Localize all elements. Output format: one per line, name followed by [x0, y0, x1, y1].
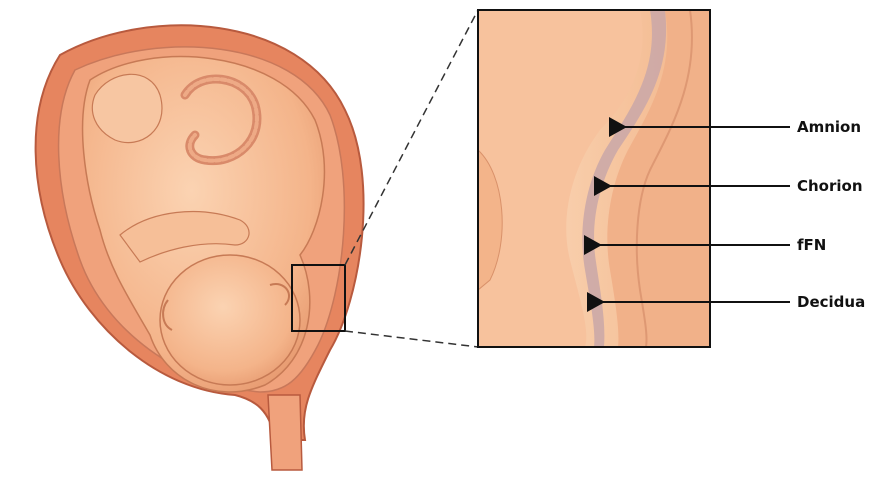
- zoom-connector-top: [345, 10, 478, 265]
- amnion-label: Amnion: [797, 118, 861, 136]
- chorion-label: Chorion: [797, 177, 863, 195]
- cervix: [268, 395, 302, 470]
- inset-magnified-view: [478, 10, 710, 347]
- zoom-connector-bottom: [345, 331, 478, 347]
- ffn-label: fFN: [797, 236, 826, 254]
- decidua-label: Decidua: [797, 293, 865, 311]
